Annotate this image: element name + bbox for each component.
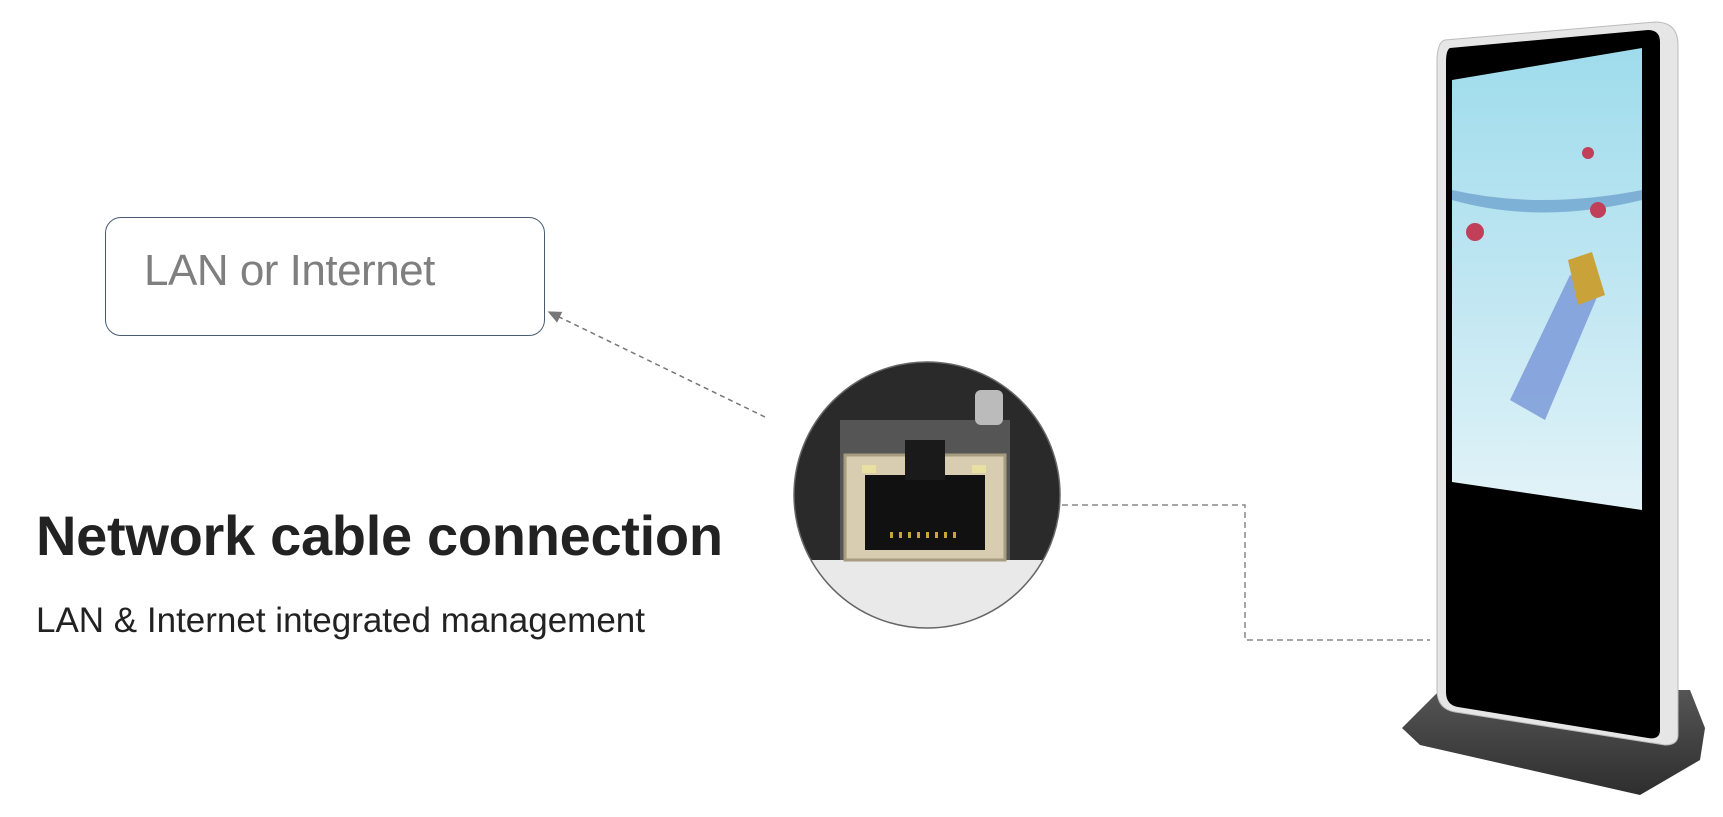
lan-internet-box: LAN or Internet (105, 217, 545, 336)
subtitle: LAN & Internet integrated management (36, 601, 645, 640)
lan-internet-label: LAN or Internet (144, 246, 435, 295)
page-title: Network cable connection (36, 504, 723, 567)
kiosk-image (1402, 21, 1705, 795)
connection-arrow (547, 311, 766, 418)
cable-line (1062, 504, 1430, 641)
rj45-port-image (794, 362, 1060, 628)
